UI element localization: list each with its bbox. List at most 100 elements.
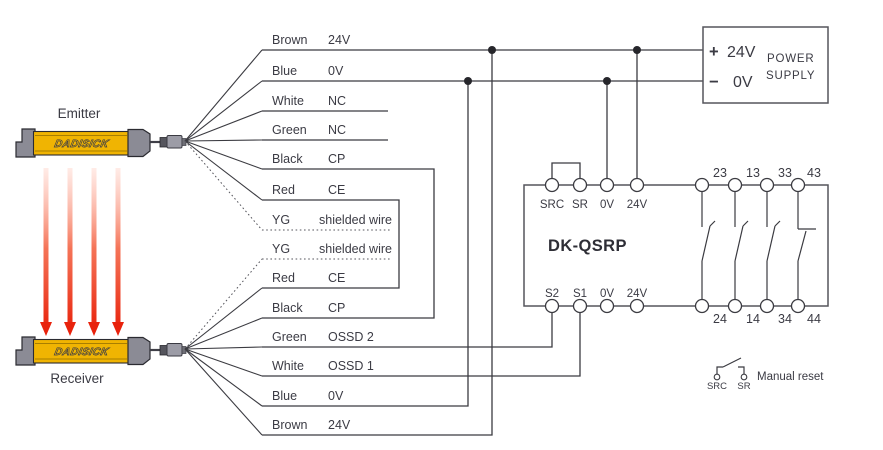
emitter-device: DADISICK bbox=[15, 128, 187, 158]
wire-color-label: Blue bbox=[272, 389, 297, 403]
fan-wire bbox=[184, 49, 263, 142]
receiver-fan-wires bbox=[184, 258, 263, 436]
contact-terminal-43 bbox=[790, 177, 806, 193]
terminal-top-24v bbox=[629, 177, 645, 193]
terminal-label-24v-top: 24V bbox=[627, 199, 648, 211]
wire-line bbox=[262, 312, 581, 377]
wire-signal-label: CP bbox=[328, 301, 345, 315]
wire-signal-label: OSSD 1 bbox=[328, 359, 374, 373]
emitter-stripe bbox=[35, 134, 127, 152]
relay-contact-43-44: 43 44 bbox=[790, 166, 821, 326]
wire-color-label: Green bbox=[272, 330, 307, 344]
terminal-bottom-s2 bbox=[544, 298, 560, 314]
wire-color-label: Red bbox=[272, 183, 295, 197]
relay-model: DK-QSRP bbox=[548, 237, 627, 255]
power-supply-positive-voltage: 24V bbox=[727, 44, 756, 61]
wire-row-white-nc: White NC bbox=[262, 94, 388, 112]
fan-wire-shielded bbox=[184, 258, 263, 350]
wire-signal-label: 0V bbox=[328, 64, 344, 78]
wire-rows: Brown 24V Blue 0V White NC Green NC Blac… bbox=[262, 33, 703, 436]
terminal-label-s2: S2 bbox=[545, 288, 559, 300]
fan-wire bbox=[184, 140, 263, 201]
terminal-label-0v-bottom: 0V bbox=[600, 288, 614, 300]
receiver-connector bbox=[166, 343, 183, 357]
receiver-label: Receiver bbox=[50, 371, 104, 386]
junction-dot bbox=[488, 46, 496, 54]
terminal-label-src: SRC bbox=[540, 199, 564, 211]
receiver-stripe bbox=[35, 342, 127, 360]
contact-terminal-14 bbox=[727, 298, 743, 314]
wire-signal-label: OSSD 2 bbox=[328, 330, 374, 344]
safety-relay-box: DK-QSRP SRC SR 0V 24V S2 S1 0V 24V 23 24 bbox=[523, 162, 829, 326]
emitter-connector bbox=[166, 135, 183, 149]
power-supply-name-line1: POWER bbox=[767, 53, 814, 65]
wire-row-blue-0v-emitter: Blue 0V bbox=[262, 64, 703, 82]
fan-wire bbox=[184, 317, 263, 350]
power-supply-positive-sign: + bbox=[709, 43, 719, 61]
terminal-bottom-0v bbox=[599, 298, 615, 314]
contact-terminal-33 bbox=[759, 177, 775, 193]
wire-color-label: Red bbox=[272, 271, 295, 285]
contact-terminal-13 bbox=[727, 177, 743, 193]
emitter-cable-gland bbox=[159, 137, 168, 148]
wire-line-ce-loop bbox=[262, 199, 400, 289]
contact-label-33: 33 bbox=[778, 166, 792, 180]
contact-label-44: 44 bbox=[807, 312, 821, 326]
manual-reset-label: Manual reset bbox=[757, 371, 824, 383]
src-sr-jumper bbox=[551, 162, 581, 179]
wire-line bbox=[262, 312, 553, 348]
reset-label-src: SRC bbox=[707, 381, 727, 392]
wire-row-blue-0v-receiver: Blue 0V bbox=[262, 81, 469, 407]
fan-wire bbox=[184, 140, 263, 170]
emitter-fan-wires bbox=[184, 49, 263, 231]
brand-logo: DADISICK bbox=[53, 138, 110, 150]
relay-contact-23-24: 23 24 bbox=[694, 166, 727, 326]
wire-color-label: Brown bbox=[272, 418, 307, 432]
terminal-label-s1: S1 bbox=[573, 288, 587, 300]
wire-signal-label: CP bbox=[328, 152, 345, 166]
light-beam-arrow bbox=[88, 168, 100, 336]
receiver-cable-gland bbox=[159, 345, 168, 356]
contact-terminal-34 bbox=[759, 298, 775, 314]
contact-label-14: 14 bbox=[746, 312, 760, 326]
wire-color-label: Blue bbox=[272, 64, 297, 78]
wire-row-green-ossd2: Green OSSD 2 bbox=[262, 312, 553, 348]
power-supply-negative-sign: − bbox=[709, 73, 719, 91]
fan-wire bbox=[184, 80, 263, 142]
wire-row-yg-shielded-emitter: YG shielded wire bbox=[262, 213, 392, 231]
wire-signal-label: CE bbox=[328, 183, 345, 197]
power-supply-outline bbox=[702, 26, 829, 104]
nc-contact-symbol bbox=[797, 192, 816, 299]
terminal-top-src bbox=[544, 177, 560, 193]
junction-dot bbox=[464, 77, 472, 85]
wire-signal-label: NC bbox=[328, 94, 346, 108]
terminal-label-sr: SR bbox=[572, 199, 588, 211]
wire-color-label: Brown bbox=[272, 33, 307, 47]
receiver-left-endcap bbox=[15, 336, 36, 366]
terminal-bottom-24v bbox=[629, 298, 645, 314]
wire-row-brown-24v-emitter: Brown 24V bbox=[262, 33, 703, 51]
brand-logo: DADISICK bbox=[53, 346, 110, 358]
receiver-right-endcap bbox=[127, 336, 151, 366]
wire-line-cp-loop bbox=[262, 168, 435, 319]
wire-color-label: YG bbox=[272, 213, 290, 227]
contact-label-23: 23 bbox=[713, 166, 727, 180]
wire-color-label: Green bbox=[272, 123, 307, 137]
fan-wire bbox=[184, 110, 263, 142]
wire-signal-label: CE bbox=[328, 271, 345, 285]
contact-terminal-24 bbox=[694, 298, 710, 314]
light-beam-arrow bbox=[40, 168, 52, 336]
wire-line bbox=[262, 50, 493, 436]
wire-row-black-cp-emitter: Black CP bbox=[262, 152, 435, 319]
wire-signal-label: shielded wire bbox=[319, 242, 392, 256]
wire-signal-label: 0V bbox=[328, 389, 344, 403]
fan-wire bbox=[184, 139, 263, 142]
fan-wire bbox=[184, 348, 263, 407]
relay-outline bbox=[523, 184, 829, 307]
relay-contact-33-34: 33 34 bbox=[759, 166, 792, 326]
emitter-left-endcap bbox=[15, 128, 36, 158]
fan-wire bbox=[184, 348, 263, 436]
junction-dot bbox=[603, 77, 611, 85]
fan-wire bbox=[184, 346, 263, 350]
